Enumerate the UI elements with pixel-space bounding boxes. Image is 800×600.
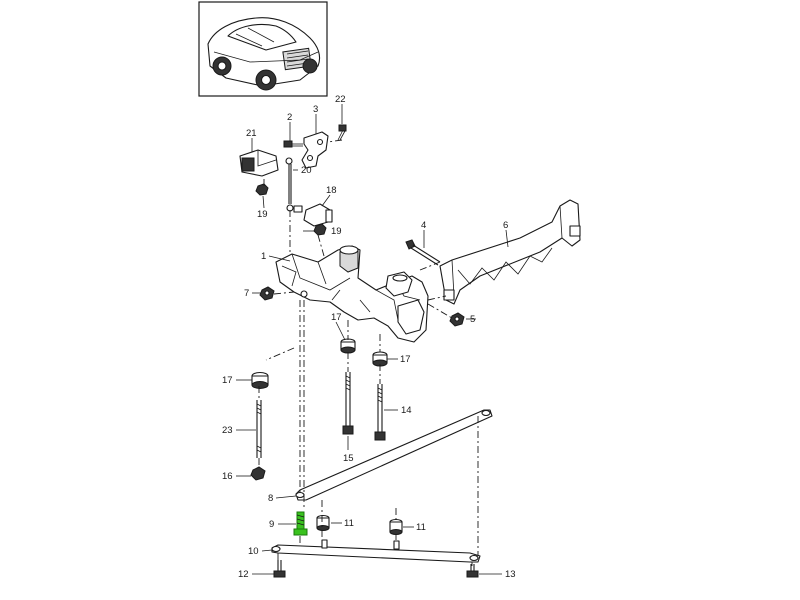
porsche-911-car-icon <box>207 17 321 91</box>
callout-21[interactable]: 21 <box>246 128 257 139</box>
bolt-part-13[interactable] <box>466 564 479 578</box>
callout-5[interactable]: 5 <box>470 314 475 325</box>
callout-8[interactable]: 8 <box>268 493 273 504</box>
bolt-part-9-highlighted[interactable] <box>293 511 308 536</box>
callout-10[interactable]: 10 <box>248 546 259 557</box>
callout-12[interactable]: 12 <box>238 569 249 580</box>
nut-part-5[interactable] <box>449 312 465 327</box>
callout-1[interactable]: 1 <box>261 251 266 262</box>
callout-19-upper[interactable]: 19 <box>257 209 268 220</box>
callout-3[interactable]: 3 <box>313 104 318 115</box>
bolt-part-4[interactable] <box>405 239 441 266</box>
callout-18[interactable]: 18 <box>326 185 337 196</box>
callout-17-left[interactable]: 17 <box>222 375 233 386</box>
leader-lines <box>236 104 509 575</box>
callout-17-center[interactable]: 17 <box>331 312 342 323</box>
callout-6[interactable]: 6 <box>503 220 508 231</box>
bracket-part-3[interactable] <box>301 131 329 169</box>
callout-23[interactable]: 23 <box>222 425 233 436</box>
bushing-part-11-left[interactable] <box>316 514 330 531</box>
callout-17-right[interactable]: 17 <box>400 354 411 365</box>
callout-22[interactable]: 22 <box>335 94 346 105</box>
nut-part-19-upper[interactable] <box>255 183 269 196</box>
callout-7[interactable]: 7 <box>244 288 249 299</box>
bolt-part-12[interactable] <box>273 560 286 578</box>
link-part-18[interactable] <box>303 203 333 227</box>
callout-labels: 1 2 3 4 5 6 7 8 9 10 11 11 12 13 14 15 1… <box>222 94 516 580</box>
brace-part-10[interactable] <box>271 539 481 563</box>
callout-13[interactable]: 13 <box>505 569 516 580</box>
callout-11-left[interactable]: 11 <box>344 518 354 529</box>
sensor-part-21[interactable] <box>239 149 279 177</box>
callout-2[interactable]: 2 <box>287 112 292 123</box>
callout-14[interactable]: 14 <box>401 405 412 416</box>
stud-part-23[interactable] <box>256 400 262 458</box>
callout-4[interactable]: 4 <box>421 220 426 231</box>
nut-part-7[interactable] <box>259 286 275 301</box>
mount-part-17-left[interactable] <box>251 371 269 389</box>
bolt-part-15[interactable] <box>342 372 354 435</box>
vehicle-thumbnail[interactable] <box>198 1 328 97</box>
brace-part-6[interactable] <box>439 199 581 305</box>
callout-11-right[interactable]: 11 <box>416 522 426 533</box>
bolt-part-14[interactable] <box>374 384 386 441</box>
callout-15[interactable]: 15 <box>343 453 354 464</box>
nut-part-19-lower[interactable] <box>313 223 327 236</box>
assembly-center-lines <box>258 139 479 566</box>
nut-part-16[interactable] <box>250 466 266 481</box>
callout-9[interactable]: 9 <box>269 519 274 530</box>
callout-19-lower[interactable]: 19 <box>331 226 342 237</box>
mount-part-17-center[interactable] <box>340 338 356 354</box>
rod-part-20[interactable] <box>285 157 294 212</box>
bolt-part-2[interactable] <box>283 140 303 148</box>
callout-16[interactable]: 16 <box>222 471 233 482</box>
callout-20[interactable]: 20 <box>301 165 312 176</box>
bolt-part-22[interactable] <box>337 124 347 141</box>
brace-part-8[interactable] <box>295 409 493 501</box>
bushing-part-11-right[interactable] <box>389 518 403 535</box>
mount-part-17-right[interactable] <box>372 351 388 367</box>
subframe-part-1[interactable] <box>275 245 429 343</box>
